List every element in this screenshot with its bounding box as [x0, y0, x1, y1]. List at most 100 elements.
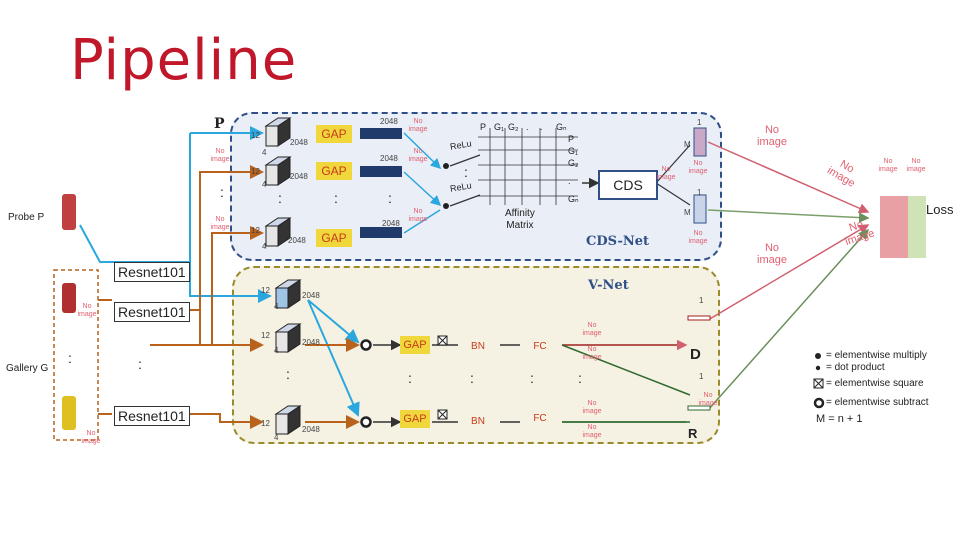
vertical-ellipsis: :: [138, 356, 142, 372]
no-image-placeholder: No image: [408, 118, 428, 133]
gap-block: GAP: [400, 410, 430, 428]
dim-w: 4: [274, 433, 279, 442]
vertical-ellipsis: :: [334, 190, 338, 206]
matrix-header-g2: G₂: [508, 122, 519, 132]
no-image-placeholder: No image: [408, 148, 428, 163]
dim-w: 4: [262, 242, 267, 251]
no-image-placeholder: No image: [77, 303, 97, 318]
probe-label: Probe P: [8, 212, 45, 223]
dim-w: 4: [262, 180, 267, 189]
no-image-placeholder: No image: [688, 160, 708, 175]
dim-h: 12: [261, 331, 270, 340]
legend-square: = elementwise square: [826, 378, 924, 389]
vector-dim: 2048: [380, 154, 398, 163]
no-image-placeholder: No image: [582, 424, 602, 439]
vector-dim: 2048: [380, 117, 398, 126]
matrix-header-g1: G₁: [494, 122, 505, 132]
gap-block: GAP: [400, 336, 430, 354]
dim-w: 4: [274, 302, 279, 311]
dim-h: 12: [261, 286, 270, 295]
no-image-placeholder: No image: [698, 392, 718, 407]
dim-c: 2048: [290, 138, 308, 147]
matrix-header-gn: Gₙ: [556, 122, 567, 132]
matrix-side-dot: .: [568, 176, 571, 186]
output-index-1: 1: [697, 188, 702, 197]
cds-block: CDS: [598, 170, 658, 200]
output-index-1: 1: [699, 296, 704, 305]
matrix-side-g2: G₂: [568, 158, 579, 168]
no-image-placeholder: No image: [878, 158, 898, 173]
vertical-ellipsis: :: [578, 370, 582, 386]
no-image-placeholder: No image: [210, 216, 230, 231]
vertical-ellipsis: :: [408, 370, 412, 386]
v-net-label: V-Net: [588, 278, 629, 293]
no-image-placeholder: No image: [688, 230, 708, 245]
vertical-ellipsis: :: [470, 370, 474, 386]
no-image-placeholder: No image: [582, 346, 602, 361]
vertical-ellipsis: :: [530, 370, 534, 386]
vertical-ellipsis: :: [388, 190, 392, 206]
no-image-placeholder: No image: [757, 242, 787, 266]
gap-block: GAP: [316, 162, 352, 180]
vector-dim: 2048: [382, 219, 400, 228]
legend-multiply: = elementwise multiply: [826, 350, 927, 361]
vertical-ellipsis: :: [278, 190, 282, 206]
dim-h: 12: [261, 419, 270, 428]
vertical-ellipsis: :: [68, 350, 72, 366]
dim-c: 2048: [302, 291, 320, 300]
output-index-m: M: [684, 208, 691, 217]
output-index-1: 1: [697, 118, 702, 127]
dim-c: 2048: [288, 236, 306, 245]
output-index-m: M: [684, 140, 691, 149]
dim-h: 12: [251, 167, 260, 176]
page-title: Pipeline: [70, 28, 298, 93]
dim-c: 2048: [290, 172, 308, 181]
matrix-side-gn: Gₙ: [568, 194, 579, 204]
no-image-placeholder: No image: [81, 430, 101, 445]
d-label: D: [690, 346, 701, 363]
feature-vector: [360, 227, 402, 238]
r-label: R: [688, 426, 698, 441]
dim-w: 4: [262, 148, 267, 157]
fc-block: FC: [520, 338, 560, 356]
matrix-side-g1: G₁: [568, 146, 579, 156]
gallery-label: Gallery G: [6, 363, 49, 374]
vertical-ellipsis: :: [286, 366, 290, 382]
no-image-placeholder: No image: [656, 166, 676, 181]
resnet-block-gallery-n: Resnet101: [114, 406, 190, 426]
feature-vector: [360, 128, 402, 139]
matrix-side-p: P: [568, 134, 575, 144]
dim-c: 2048: [302, 338, 320, 347]
resnet-block-probe: Resnet101: [114, 262, 190, 282]
cds-net-label: CDS-Net: [586, 234, 650, 249]
dim-w: 4: [274, 346, 279, 355]
legend-subtract: = elementwise subtract: [826, 397, 929, 408]
bn-block: BN: [458, 338, 498, 356]
bn-block: BN: [458, 413, 498, 431]
matrix-header-dot: .: [526, 122, 529, 132]
legend-m-equation: M = n + 1: [816, 413, 863, 425]
no-image-placeholder: No image: [757, 124, 787, 148]
resnet-block-gallery-1: Resnet101: [114, 302, 190, 322]
vertical-ellipsis: :: [220, 184, 224, 200]
gap-block: GAP: [316, 229, 352, 247]
no-image-placeholder: No image: [582, 322, 602, 337]
gap-block: GAP: [316, 125, 352, 143]
dim-h: 12: [251, 226, 260, 235]
feature-vector: [360, 166, 402, 177]
output-index-1: 1: [699, 372, 704, 381]
fc-block: FC: [520, 410, 560, 428]
dim-c: 2048: [302, 425, 320, 434]
p-label: P: [214, 116, 225, 132]
no-image-placeholder: No image: [906, 158, 926, 173]
no-image-placeholder: No image: [408, 208, 428, 223]
matrix-header-p: P: [480, 122, 487, 132]
legend-dot-product: = dot product: [826, 362, 885, 373]
matrix-header-dot: .: [540, 122, 543, 132]
no-image-placeholder: No image: [582, 400, 602, 415]
dim-h: 12: [251, 131, 260, 140]
no-image-placeholder: No image: [210, 148, 230, 163]
loss-label: Loss: [926, 202, 954, 217]
